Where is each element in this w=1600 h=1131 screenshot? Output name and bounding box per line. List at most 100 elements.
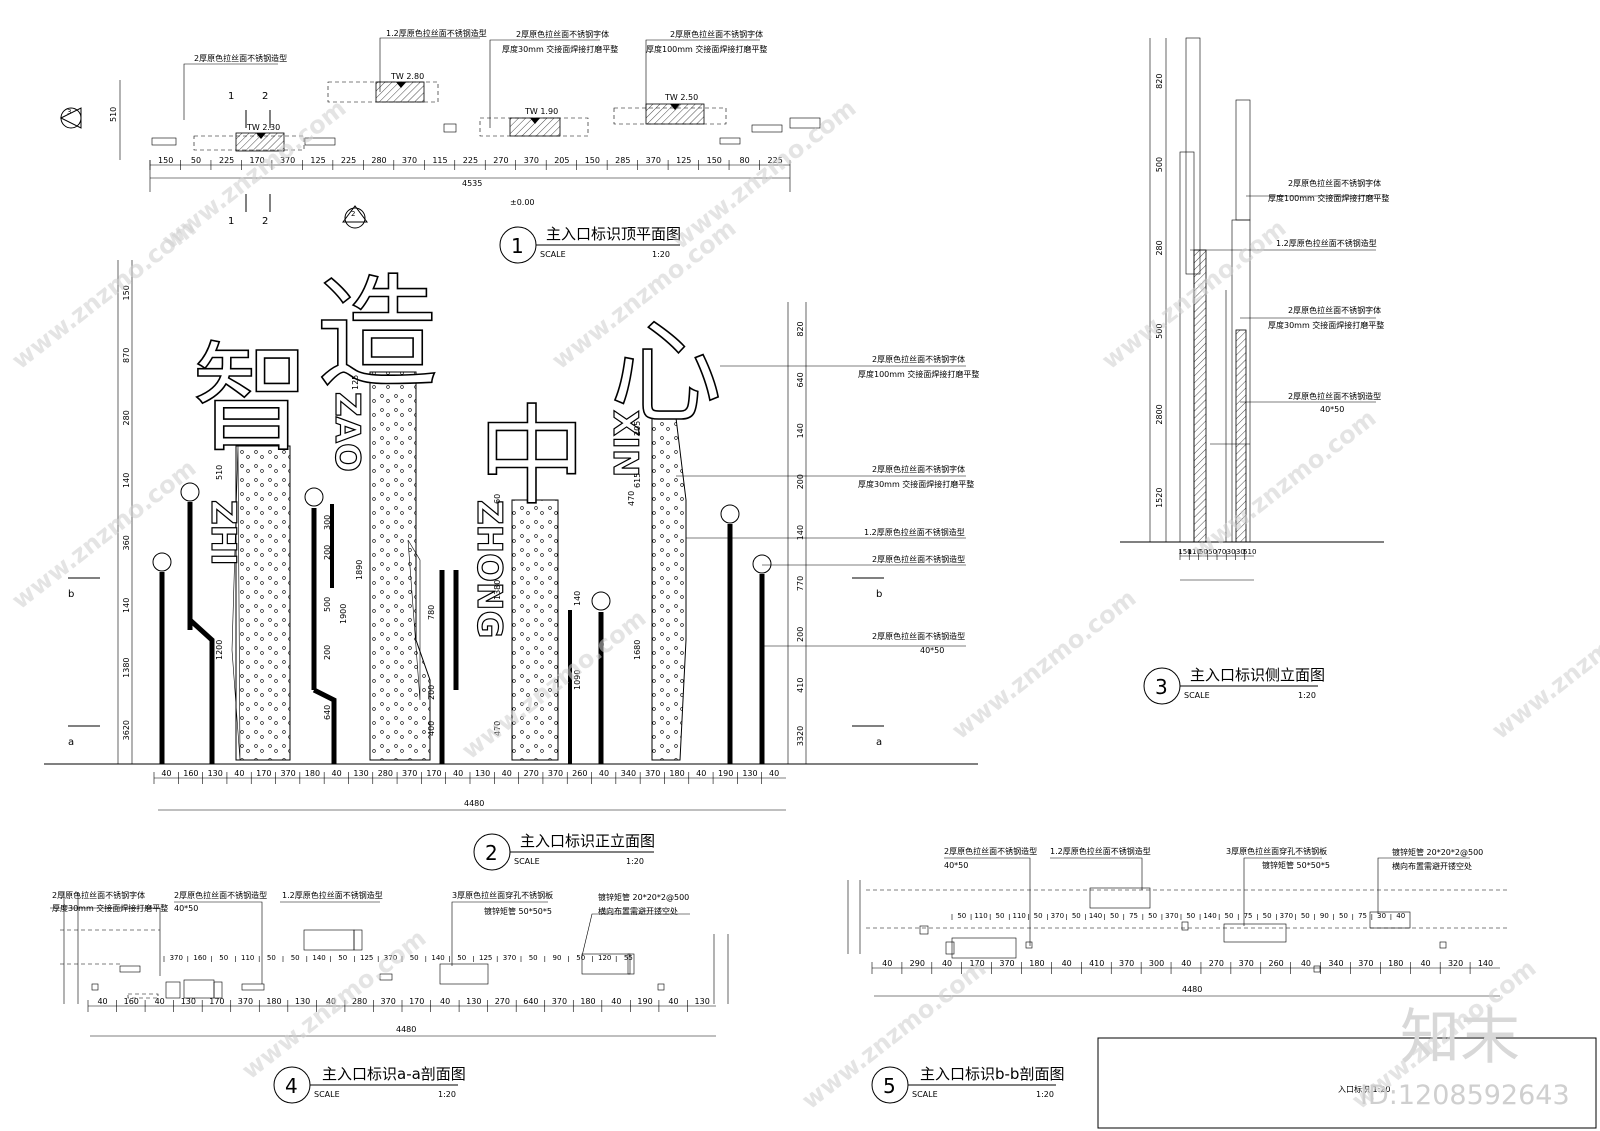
frontBottomDims-label: 180 <box>669 769 684 778</box>
front-inner-dim: 140 <box>573 591 582 606</box>
sbInner-label: 110 <box>974 912 987 920</box>
plan-note-1: 2厚原色拉丝面不锈钢造型 <box>194 53 287 63</box>
front-inner-dim: 1380 <box>493 580 502 600</box>
sbInner-label: 90 <box>1320 912 1329 920</box>
sb-scale: 1:20 <box>1036 1090 1054 1099</box>
saBottom-label: 160 <box>124 997 139 1006</box>
image-id: ID:1208592643 <box>1360 1080 1570 1111</box>
sideDims-label: 820 <box>1155 74 1164 89</box>
front-inner-dim: 640 <box>323 705 332 720</box>
view-marker-side: 3 <box>67 108 71 116</box>
section-aa-view: 2厚原色拉丝面不锈钢字体 厚度30mm 交接面焊接打磨平整 2厚原色拉丝面不锈钢… <box>50 890 729 1104</box>
saInner-label: 50 <box>457 954 466 962</box>
planDims-label: 370 <box>280 156 295 165</box>
side-note-2: 厚度100mm 交接面焊接打磨平整 <box>1268 193 1389 203</box>
front-char-zhi: 智 <box>192 330 310 468</box>
saBottom-label: 40 <box>611 997 621 1006</box>
sbBottom-label: 40 <box>1181 959 1191 968</box>
sa-note-2: 厚度30mm 交接面焊接打磨平整 <box>52 903 168 913</box>
sb-note-4: 3厚原色拉丝面穿孔不锈钢板 <box>1226 846 1327 856</box>
saInner-label: 110 <box>241 954 254 962</box>
plan-elevation: ±0.00 <box>510 198 535 207</box>
plan-view: TW 2.30 TW 2.80 TW 1.90 TW 2.50 1 2 1 2 … <box>59 28 821 264</box>
front-inner-dim: 1890 <box>355 560 364 580</box>
frontBottomDims-label: 170 <box>426 769 441 778</box>
side-note-3: 1.2厚原色拉丝面不锈钢造型 <box>1276 238 1377 248</box>
planDims-label: 370 <box>646 156 661 165</box>
saBottom-label: 170 <box>209 997 224 1006</box>
sbInner-label: 50 <box>1072 912 1081 920</box>
tw-label-3: TW 1.90 <box>524 107 558 116</box>
front-note-7: 2厚原色拉丝面不锈钢造型 <box>872 631 965 641</box>
frontBottomDims-label: 40 <box>599 769 609 778</box>
sbBottom-label: 260 <box>1269 959 1284 968</box>
sbBottom-label: 300 <box>1149 959 1164 968</box>
sbInner-label: 50 <box>1110 912 1119 920</box>
sbBottom-label: 370 <box>1239 959 1254 968</box>
sbBottom-label: 370 <box>1119 959 1134 968</box>
sb-note-1: 2厚原色拉丝面不锈钢造型 <box>944 846 1037 856</box>
frontBottomDims-label: 190 <box>718 769 733 778</box>
sbInner-label: 30 <box>1377 912 1386 920</box>
saInner-label: 50 <box>338 954 347 962</box>
sbInner-label: 140 <box>1089 912 1102 920</box>
sb-note-5: 镀锌矩管 50*50*5 <box>1262 860 1330 870</box>
sbInner-label: 75 <box>1358 912 1367 920</box>
saInner-label: 50 <box>410 954 419 962</box>
front-pinyin-zao: ZAO <box>327 392 367 472</box>
lamp-poles <box>152 482 772 764</box>
frontBottomDims-label: 180 <box>305 769 320 778</box>
plan-note-6: 厚度100mm 交接面焊接打磨平整 <box>646 44 767 54</box>
front-inner-dim: 510 <box>215 465 224 480</box>
sideDims-label: 500 <box>1155 157 1164 172</box>
front-char-xin: 心 <box>610 309 722 439</box>
planDims-label: 115 <box>432 156 447 165</box>
planDims-label: 170 <box>249 156 264 165</box>
plan-note-3: 2厚原色拉丝面不锈钢字体 <box>516 29 609 39</box>
side-note-4: 2厚原色拉丝面不锈钢字体 <box>1288 305 1381 315</box>
planDims-label: 285 <box>615 156 630 165</box>
sbInner-label: 370 <box>1051 912 1064 920</box>
front-inner-dim: 1090 <box>573 670 582 690</box>
sideDims-label: 280 <box>1155 240 1164 255</box>
sideBottomDims-label: 110 <box>1188 548 1201 556</box>
sa-note-8: 镀锌矩管 20*20*2@500 <box>598 892 689 902</box>
front-inner-dim: 205 <box>633 421 642 436</box>
sa-note-4: 40*50 <box>174 904 198 913</box>
sbInner-label: 140 <box>1203 912 1216 920</box>
watermark-8: www.znzmo.com <box>946 584 1141 745</box>
sbInner-label: 370 <box>1165 912 1178 920</box>
planDims-label: 370 <box>402 156 417 165</box>
planDims-label: 225 <box>768 156 783 165</box>
section-mark-a-right: a <box>876 737 882 748</box>
sbBottom-label: 170 <box>969 959 984 968</box>
section-mark-b-right: b <box>876 589 882 600</box>
frontBottomDims-label: 40 <box>502 769 512 778</box>
frontBottomDims-label: 370 <box>402 769 417 778</box>
side-title-num: 3 <box>1155 675 1168 699</box>
sb-total-dim: 4480 <box>1182 985 1202 994</box>
titleblock-small: 入口标识 1:20 <box>1338 1084 1391 1094</box>
frontBottomDims-label: 130 <box>475 769 490 778</box>
frontRightDims-label: 410 <box>796 678 805 693</box>
frontBottomDims-label: 40 <box>332 769 342 778</box>
sa-note-6: 3厚原色拉丝面穿孔不锈钢板 <box>452 890 553 900</box>
side-note-5: 厚度30mm 交接面焊接打磨平整 <box>1268 320 1384 330</box>
sideBottomDims-label: 510 <box>1243 548 1256 556</box>
sa-note-3: 2厚原色拉丝面不锈钢造型 <box>174 890 267 900</box>
planDims-label: 205 <box>554 156 569 165</box>
tw-label-1: TW 2.30 <box>246 123 280 132</box>
frontBottomDims-label: 370 <box>645 769 660 778</box>
saBottom-label: 130 <box>466 997 481 1006</box>
planDims-label: 50 <box>191 156 201 165</box>
cut-mark-2b: 2 <box>262 216 268 227</box>
saBottom-label: 130 <box>695 997 710 1006</box>
front-inner-dim: 470 <box>493 721 502 736</box>
plan-title: 主入口标识顶平面图 <box>546 225 681 243</box>
tw-label-2: TW 2.80 <box>390 72 424 81</box>
